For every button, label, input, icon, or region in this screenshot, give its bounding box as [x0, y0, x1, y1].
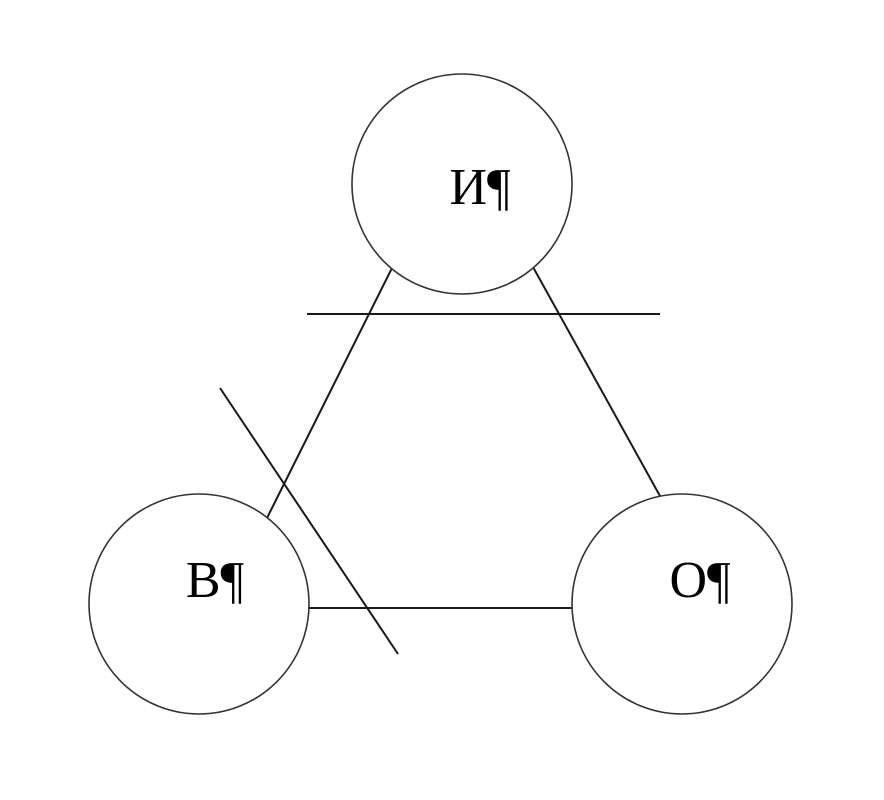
- node-left: В¶: [88, 493, 310, 715]
- node-right: О¶: [571, 493, 793, 715]
- node-top-label: И¶: [449, 159, 510, 216]
- node-right-circle: [571, 493, 793, 715]
- diagonal-cross-line: [219, 387, 399, 655]
- node-top-circle: [351, 73, 573, 295]
- node-left-label: В¶: [186, 552, 244, 609]
- node-left-circle: [88, 493, 310, 715]
- node-right-label: О¶: [669, 552, 730, 609]
- edge-top-left: [264, 257, 398, 523]
- edge-top-right: [527, 257, 661, 497]
- node-top: И¶: [351, 73, 573, 295]
